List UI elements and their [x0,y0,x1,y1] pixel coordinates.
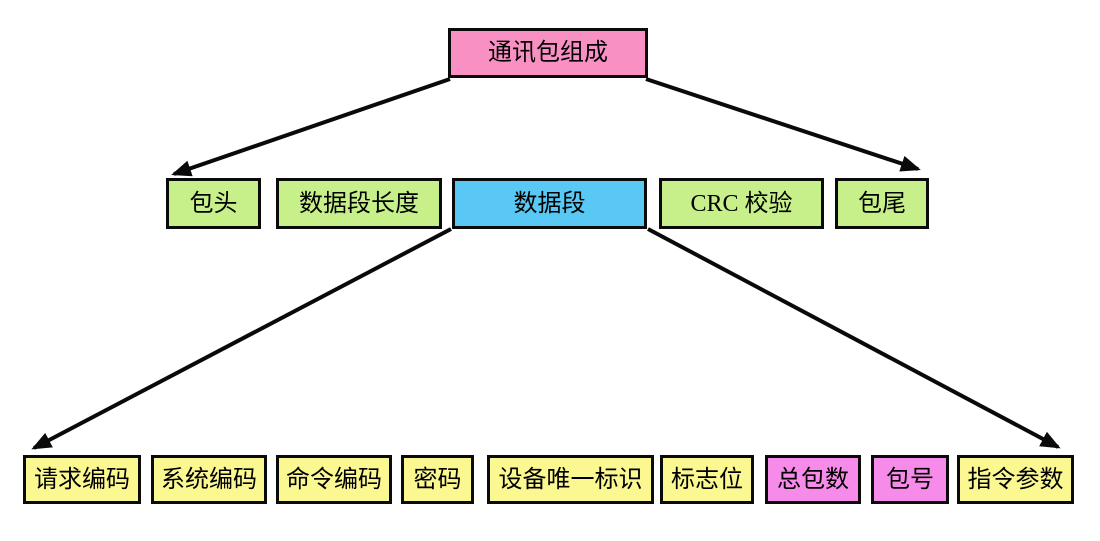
node-command-params-label: 指令参数 [967,466,1064,493]
arrow-dataseg-to-request-code [31,227,452,450]
node-packet-number: 包号 [871,455,949,504]
node-packet-tail: 包尾 [835,178,929,229]
node-packet-composition: 通讯包组成 [448,28,648,78]
node-packet-number-label: 包号 [886,466,934,493]
node-crc-check: CRC 校验 [659,178,824,229]
node-device-unique-id-label: 设备唯一标识 [498,466,643,493]
node-data-segment: 数据段 [452,178,647,229]
node-total-packet-count-label: 总包数 [777,466,849,493]
node-request-code: 请求编码 [23,455,141,504]
node-system-code-label: 系统编码 [161,466,257,493]
node-packet-header: 包头 [166,178,261,229]
node-data-segment-length-label: 数据段长度 [299,190,419,217]
node-system-code: 系统编码 [151,455,267,504]
node-crc-check-label: CRC 校验 [690,190,793,217]
node-flag-bit-label: 标志位 [671,466,743,493]
arrow-dataseg-to-command-params [647,227,1061,449]
node-command-code: 命令编码 [276,455,392,504]
node-packet-composition-label: 通讯包组成 [488,40,608,66]
node-flag-bit: 标志位 [660,455,754,504]
node-device-unique-id: 设备唯一标识 [487,455,654,504]
node-request-code-label: 请求编码 [34,466,130,493]
node-command-code-label: 命令编码 [286,466,382,493]
node-packet-tail-label: 包尾 [858,190,906,217]
node-data-segment-label: 数据段 [513,190,586,217]
node-packet-header-label: 包头 [189,190,238,217]
node-data-segment-length: 数据段长度 [276,178,442,229]
arrow-root-to-packet-header [171,77,451,177]
node-command-params: 指令参数 [957,455,1074,504]
node-password-label: 密码 [413,466,462,493]
node-total-packet-count: 总包数 [765,455,861,504]
node-password: 密码 [401,455,474,504]
arrow-root-to-packet-tail [645,77,921,172]
